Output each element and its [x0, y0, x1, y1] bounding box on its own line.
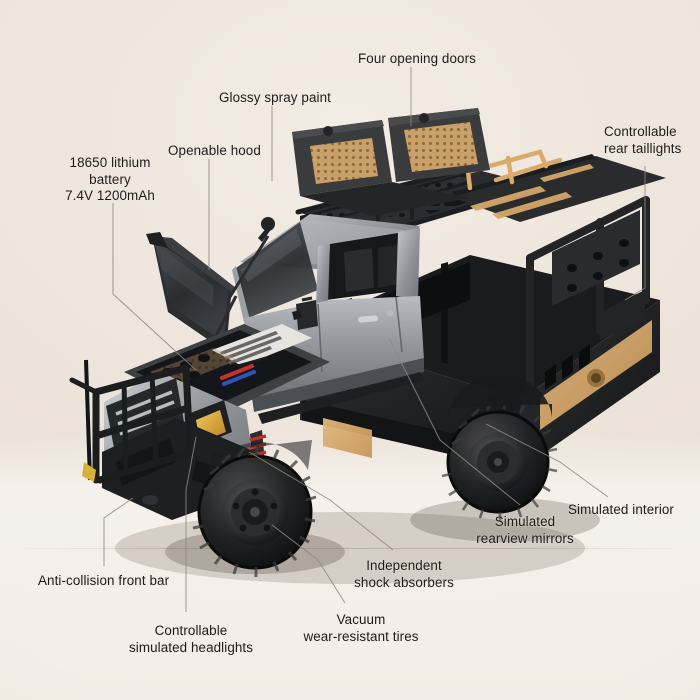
callout-controllable-taillights: Controllable rear taillights — [604, 124, 682, 156]
leader-lithium-battery — [112, 203, 197, 371]
leader-independent-shock — [248, 451, 394, 551]
leader-controllable-headlights — [185, 436, 197, 612]
leader-simulated-interior — [485, 423, 609, 498]
callout-glossy-spray-paint: Glossy spray paint — [219, 90, 331, 105]
leader-controllable-taillights — [624, 166, 646, 301]
callout-vacuum-tires: Vacuum wear-resistant tires — [303, 612, 419, 644]
callout-openable-hood: Openable hood — [168, 143, 261, 158]
callout-anti-collision-bar: Anti-collision front bar — [38, 573, 170, 588]
callout-independent-shock: Independent shock absorbers — [354, 558, 454, 590]
leader-anti-collision-bar — [103, 497, 134, 566]
callout-lithium-battery: 18650 lithium battery 7.4V 1200mAh — [65, 155, 155, 203]
leader-simulated-rearview — [388, 337, 521, 506]
callout-four-opening-doors: Four opening doors — [358, 51, 476, 66]
callout-simulated-rearview: Simulated rearview mirrors — [476, 514, 574, 546]
callout-controllable-headlights: Controllable simulated headlights — [128, 623, 254, 655]
leader-vacuum-tires — [271, 524, 346, 604]
callout-simulated-interior: Simulated interior — [568, 502, 674, 517]
